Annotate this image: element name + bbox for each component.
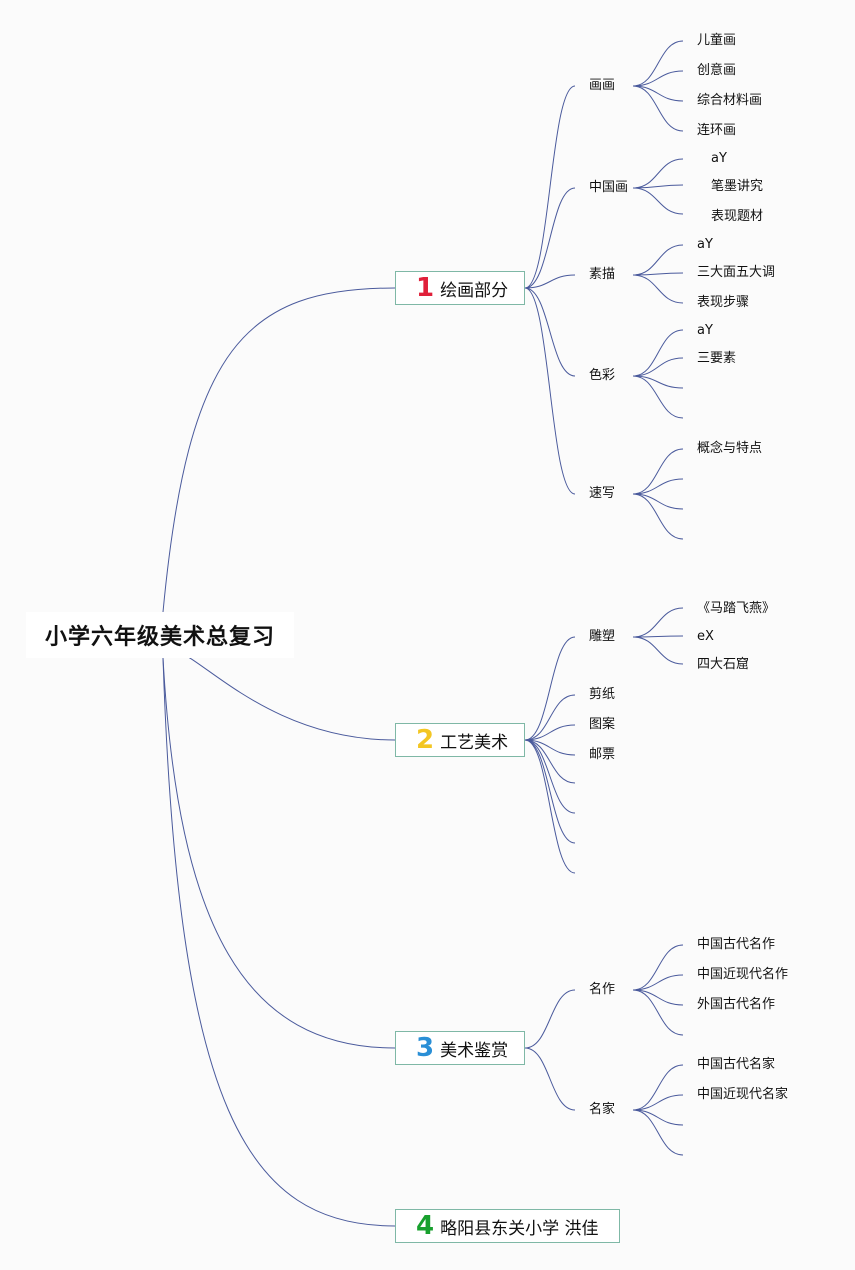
- subtopic-sketch[interactable]: 素描: [589, 267, 616, 282]
- root-topic[interactable]: 小学六年级美术总复习: [26, 612, 294, 658]
- branch-number: 2: [416, 725, 435, 755]
- leaf-item[interactable]: 中国近现代名作: [697, 967, 789, 982]
- leaf-item[interactable]: 儿童画: [697, 33, 737, 48]
- leaf-connector-line: [632, 493, 684, 540]
- leaf-connector-line: [632, 1109, 684, 1126]
- leaf-connector-line: [632, 607, 684, 638]
- branch-connector-line: [524, 274, 576, 289]
- leaf-connector-line: [632, 989, 684, 1036]
- branch-connector-line: [524, 694, 576, 741]
- branch-connector-line: [524, 989, 576, 1049]
- leaf-item[interactable]: 表现步骤: [697, 295, 750, 310]
- branch-connector-line: [524, 1047, 576, 1111]
- leaf-item[interactable]: 表现题材: [711, 209, 764, 224]
- leaf-connector-line: [632, 187, 684, 215]
- leaf-item[interactable]: 概念与特点: [697, 441, 763, 456]
- branch-connector-line: [524, 636, 576, 741]
- branch-appreciation[interactable]: 3 美术鉴赏: [395, 1031, 525, 1065]
- branch-label: 美术鉴赏: [440, 1040, 509, 1061]
- leaf-item[interactable]: 笔墨讲究: [711, 179, 764, 194]
- leaf-item[interactable]: 三大面五大调: [697, 265, 776, 280]
- branch-connector-line: [524, 739, 576, 844]
- leaf-connector-line: [632, 274, 684, 304]
- branch-number: 3: [416, 1033, 435, 1063]
- branch-connector-line: [524, 187, 576, 289]
- branch-number: 4: [416, 1211, 435, 1241]
- leaf-connector-line: [632, 244, 684, 276]
- subtopic-paper-cut[interactable]: 剪纸: [589, 687, 616, 702]
- branch-author[interactable]: 4 略阳县东关小学 洪佳: [395, 1209, 620, 1243]
- leaf-connector-line: [632, 1094, 684, 1111]
- leaf-item[interactable]: 三要素: [697, 351, 737, 366]
- leaf-item[interactable]: 中国古代名作: [697, 937, 776, 952]
- leaf-item[interactable]: 中国近现代名家: [697, 1087, 789, 1102]
- branch-label: 绘画部分: [440, 280, 509, 301]
- subtopic-pattern[interactable]: 图案: [589, 717, 616, 732]
- leaf-item[interactable]: aY: [697, 237, 713, 252]
- subtopic-color[interactable]: 色彩: [589, 368, 616, 383]
- leaf-connector-line: [632, 184, 684, 189]
- leaf-connector-line: [632, 85, 684, 102]
- leaf-connector-line: [632, 635, 684, 638]
- branch-label: 略阳县东关小学 洪佳: [440, 1218, 599, 1239]
- subtopic-stamp[interactable]: 邮票: [589, 747, 616, 762]
- leaf-connector-line: [632, 944, 684, 991]
- subtopic-masterpieces[interactable]: 名作: [589, 982, 616, 997]
- root-connector-line: [162, 650, 396, 741]
- leaf-connector-line: [632, 974, 684, 991]
- subtopic-sculpture[interactable]: 雕塑: [589, 629, 616, 644]
- leaf-connector-line: [632, 357, 684, 377]
- leaf-item[interactable]: aY: [711, 151, 727, 166]
- leaf-item[interactable]: 创意画: [697, 63, 737, 78]
- leaf-item[interactable]: eX: [697, 629, 714, 644]
- leaf-item[interactable]: 连环画: [697, 123, 737, 138]
- root-connector-line: [162, 287, 396, 613]
- root-connector-line: [162, 657, 396, 1227]
- branch-number: 1: [416, 273, 435, 303]
- root-connector-line: [162, 657, 396, 1049]
- leaf-connector-line: [632, 375, 684, 419]
- branch-connector-line: [524, 739, 576, 756]
- leaf-item[interactable]: 综合材料画: [697, 93, 763, 108]
- leaf-connector-line: [632, 1064, 684, 1111]
- leaf-item[interactable]: 《马踏飞燕》: [697, 601, 776, 616]
- leaf-connector-line: [632, 85, 684, 132]
- branch-painting[interactable]: 1 绘画部分: [395, 271, 525, 305]
- leaf-connector-line: [632, 989, 684, 1006]
- leaf-connector-line: [632, 329, 684, 377]
- leaf-item[interactable]: 外国古代名作: [697, 997, 776, 1012]
- branch-connector-line: [524, 287, 576, 495]
- leaf-connector-line: [632, 272, 684, 276]
- branch-connector-line: [524, 287, 576, 377]
- leaf-item[interactable]: aY: [697, 323, 713, 338]
- leaf-connector-line: [632, 40, 684, 87]
- leaf-connector-line: [632, 448, 684, 495]
- subtopic-huahua[interactable]: 画画: [589, 78, 616, 93]
- leaf-connector-line: [632, 70, 684, 87]
- branch-connector-line: [524, 739, 576, 874]
- leaf-item[interactable]: 四大石窟: [697, 657, 750, 672]
- leaf-connector-line: [632, 636, 684, 665]
- branch-connector-line: [524, 739, 576, 784]
- branch-connector-line: [524, 739, 576, 814]
- subtopic-quick-sketch[interactable]: 速写: [589, 486, 616, 501]
- root-topic-label: 小学六年级美术总复习: [44, 625, 275, 650]
- subtopic-chinese-painting[interactable]: 中国画: [589, 180, 629, 195]
- branch-label: 工艺美术: [440, 732, 509, 753]
- leaf-item[interactable]: 中国古代名家: [697, 1057, 776, 1072]
- leaf-connector-line: [632, 493, 684, 510]
- branch-connector-line: [524, 85, 576, 289]
- leaf-connector-line: [632, 158, 684, 189]
- leaf-connector-line: [632, 1109, 684, 1156]
- subtopic-masters[interactable]: 名家: [589, 1102, 616, 1117]
- leaf-connector-line: [632, 478, 684, 495]
- branch-crafts[interactable]: 2 工艺美术: [395, 723, 525, 757]
- branch-connector-line: [524, 724, 576, 741]
